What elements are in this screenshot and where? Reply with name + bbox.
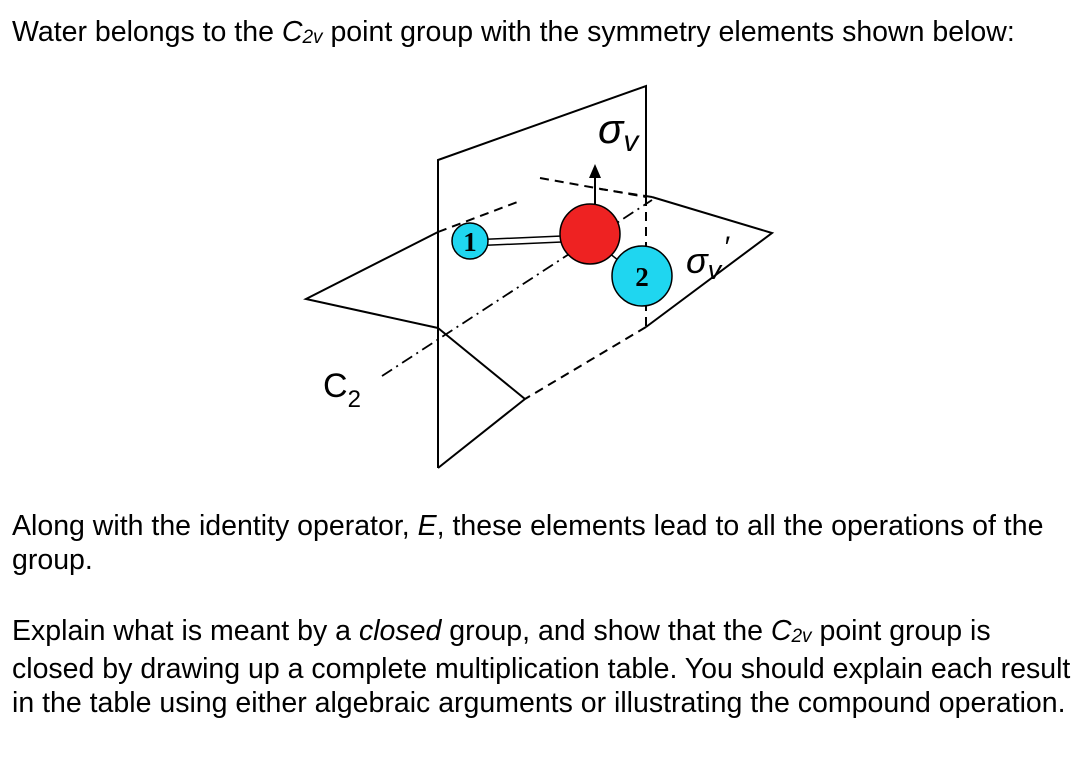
hydrogen-atom-1 bbox=[451, 222, 489, 260]
sigma-v-plane bbox=[437, 84, 647, 468]
sigma-v-label: σv bbox=[598, 105, 640, 158]
sigma-v-prime-plane-back-edge bbox=[599, 188, 653, 198]
closed-word: closed bbox=[358, 615, 442, 647]
hydrogen-atom-2 bbox=[611, 245, 673, 307]
explain-text-2: group, and show that the bbox=[441, 615, 771, 647]
sigma-v-prime-plane-front bbox=[645, 196, 775, 328]
along-paragraph: Along with the identity operator, E, the… bbox=[12, 509, 1072, 577]
intro-paragraph: Water belongs to the C2v point group wit… bbox=[12, 15, 1072, 53]
along-text-2: , these elements lead to all the operati… bbox=[12, 510, 1044, 576]
sigma-v-prime-plane-back-left bbox=[303, 231, 439, 329]
explain-text-1: Explain what is meant by a bbox=[12, 615, 359, 647]
explain-text-3: point group is closed by drawing up a co… bbox=[12, 615, 1071, 719]
atom-1-label: 1 bbox=[463, 227, 477, 257]
sigma-v-prime-symbol: σ bbox=[686, 240, 709, 281]
explain-paragraph: Explain what is meant by a closed group,… bbox=[12, 614, 1072, 720]
c2-symbol: C bbox=[323, 367, 348, 405]
c2-label: C2 bbox=[323, 367, 361, 413]
identity-symbol: E bbox=[417, 510, 437, 542]
sigma-v-prime-plane-hidden-right bbox=[524, 326, 647, 400]
along-text-1: Along with the identity operator, bbox=[12, 510, 418, 542]
sigma-v-prime-label: σv′ bbox=[686, 231, 730, 285]
sigma-v-subscript: v bbox=[623, 125, 640, 158]
atom-2-label: 2 bbox=[635, 262, 649, 292]
dipole-arrow-head bbox=[589, 164, 601, 178]
sigma-v-prime-subscript: v bbox=[708, 255, 723, 285]
point-group-symbol: C bbox=[281, 16, 303, 48]
point-group-symbol-2: C bbox=[770, 615, 792, 647]
c2-subscript: 2 bbox=[348, 386, 361, 413]
sigma-v-plane-top-dashed bbox=[539, 177, 647, 198]
sigma-v-plane-bottom-edge bbox=[437, 398, 526, 469]
oxygen-atom bbox=[559, 203, 621, 265]
sigma-v-symbol: σ bbox=[598, 105, 625, 152]
point-group-subscript: 2v bbox=[302, 27, 323, 48]
intro-text-1: Water belongs to the bbox=[12, 16, 282, 48]
sigma-v-prime-mark: ′ bbox=[723, 231, 730, 264]
point-group-subscript-2: 2v bbox=[791, 626, 812, 647]
intro-text-2: point group with the symmetry elements s… bbox=[322, 16, 1015, 48]
sigma-v-prime-plane-front-edge bbox=[437, 327, 526, 400]
